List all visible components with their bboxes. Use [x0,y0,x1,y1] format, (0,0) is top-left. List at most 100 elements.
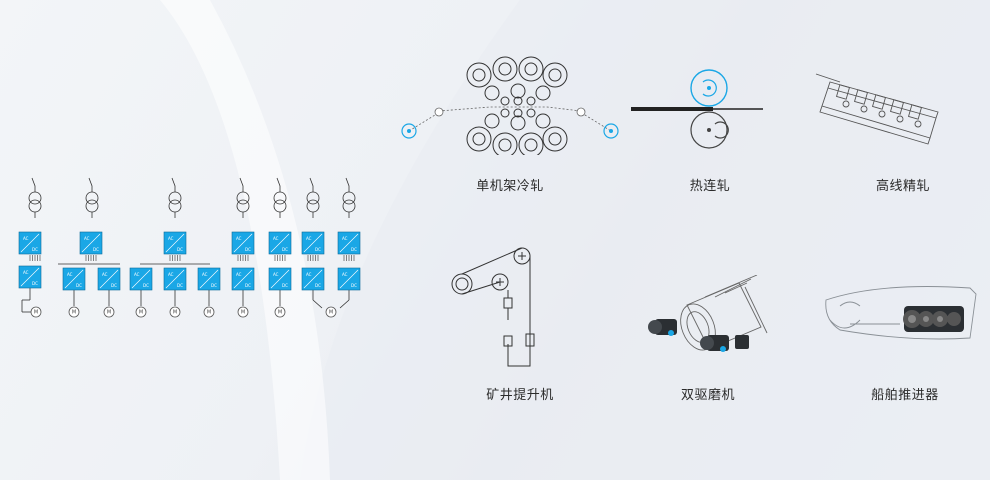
motor-label: M [107,310,111,316]
motor-label: M [72,310,76,316]
converter-ac-label: AC [168,272,174,277]
motor-3c: M [203,306,215,318]
converter-dc-label: DC [282,283,288,288]
ship-propeller-icon [825,286,977,340]
converter-dc-label: DC [76,283,82,288]
rectifier-4d: AC DC [337,231,361,255]
inverter-2b: AC DC [97,267,121,291]
inverter-4a: AC DC [231,267,255,291]
motor-label: M [173,310,177,316]
mine-hoist-icon [451,247,535,367]
dc-link-2 [85,255,97,261]
motor-label: M [207,310,211,316]
app-label-dual-drive-mill: 双驱磨机 [680,388,735,403]
motor-4c: M [325,306,337,318]
inverter-4b: AC DC [268,267,292,291]
converter-ac-label: AC [23,270,29,275]
motor-4a: M [237,306,249,318]
app-card-dual-drive-mill[interactable] [635,275,775,435]
hot-continuous-rolling-icon [631,69,763,149]
motor-label: M [34,310,38,316]
motor-2a: M [68,306,80,318]
converter-ac-label: AC [236,236,242,241]
motor-1: M [30,306,42,318]
transformer-4a [236,177,250,218]
motor-4b: M [274,306,286,318]
motor-label: M [241,310,245,316]
high-speed-wire-finishing-icon [815,73,939,145]
app-card-hot-continuous-rolling[interactable] [625,60,765,220]
converter-ac-label: AC [102,272,108,277]
app-card-high-speed-wire-finishing[interactable] [810,60,950,220]
transformer-1 [28,177,42,218]
converter-dc-label: DC [351,283,357,288]
motor-label: M [139,310,143,316]
converter-dc-label: DC [32,247,38,252]
rectifier-4a: AC DC [231,231,255,255]
converter-ac-label: AC [306,236,312,241]
inverter-1: AC DC [18,265,42,289]
dc-link-3 [169,255,181,261]
dc-link-4c [307,255,319,261]
converter-ac-label: AC [84,236,90,241]
converter-dc-label: DC [282,247,288,252]
converter-dc-label: DC [351,247,357,252]
converter-ac-label: AC [273,272,279,277]
converter-dc-label: DC [32,281,38,286]
converter-ac-label: AC [134,272,140,277]
dc-link-4b [274,255,286,261]
app-label-ship-propeller: 船舶推进器 [871,388,939,403]
app-card-mine-hoist[interactable] [440,238,560,398]
converter-ac-label: AC [342,236,348,241]
dc-link-4d [343,255,355,261]
converter-dc-label: DC [245,247,251,252]
transformer-2 [85,177,99,218]
inverter-3c: AC DC [197,267,221,291]
dc-link-1 [29,255,41,261]
converter-dc-label: DC [143,283,149,288]
transformer-4d [342,177,356,218]
rectifier-4c: AC DC [301,231,325,255]
app-card-ship-propeller[interactable] [820,280,980,440]
motor-3a: M [135,306,147,318]
app-label-single-stand-cold-rolling: 单机架冷轧 [476,179,544,194]
rectifier-2: AC DC [79,231,103,255]
converter-dc-label: DC [111,283,117,288]
converter-ac-label: AC [236,272,242,277]
converter-dc-label: DC [93,247,99,252]
converter-ac-label: AC [342,272,348,277]
dc-link-4a [237,255,249,261]
converter-dc-label: DC [177,247,183,252]
motor-label: M [278,310,282,316]
converter-dc-label: DC [315,283,321,288]
converter-ac-label: AC [273,236,279,241]
transformer-4c [306,177,320,218]
motor-2b: M [103,306,115,318]
transformer-4b [273,177,287,218]
app-card-single-stand-cold-rolling[interactable] [395,45,625,205]
motor-3b: M [169,306,181,318]
inverter-4d: AC DC [337,267,361,291]
rectifier-4b: AC DC [268,231,292,255]
converter-ac-label: AC [202,272,208,277]
converter-dc-label: DC [245,283,251,288]
transformer-3 [168,177,182,218]
dual-drive-mill-icon [648,275,768,352]
rectifier-1: AC DC [18,231,42,255]
app-label-mine-hoist: 矿井提升机 [486,388,554,403]
converter-ac-label: AC [306,272,312,277]
converter-dc-label: DC [211,283,217,288]
converter-ac-label: AC [168,236,174,241]
rectifier-3: AC DC [163,231,187,255]
converter-dc-label: DC [315,247,321,252]
motor-label: M [329,310,333,316]
inverter-4c: AC DC [301,267,325,291]
drive-topology-diagram: AC DC AC DC AC DC AC DC AC DC AC DC AC DC AC DC AC DC AC DC… [18,177,361,318]
single-stand-cold-rolling-icon [401,56,619,155]
app-label-high-speed-wire-finishing: 高线精轧 [875,179,930,194]
app-label-hot-continuous-rolling: 热连轧 [689,179,731,194]
converter-ac-label: AC [23,236,29,241]
